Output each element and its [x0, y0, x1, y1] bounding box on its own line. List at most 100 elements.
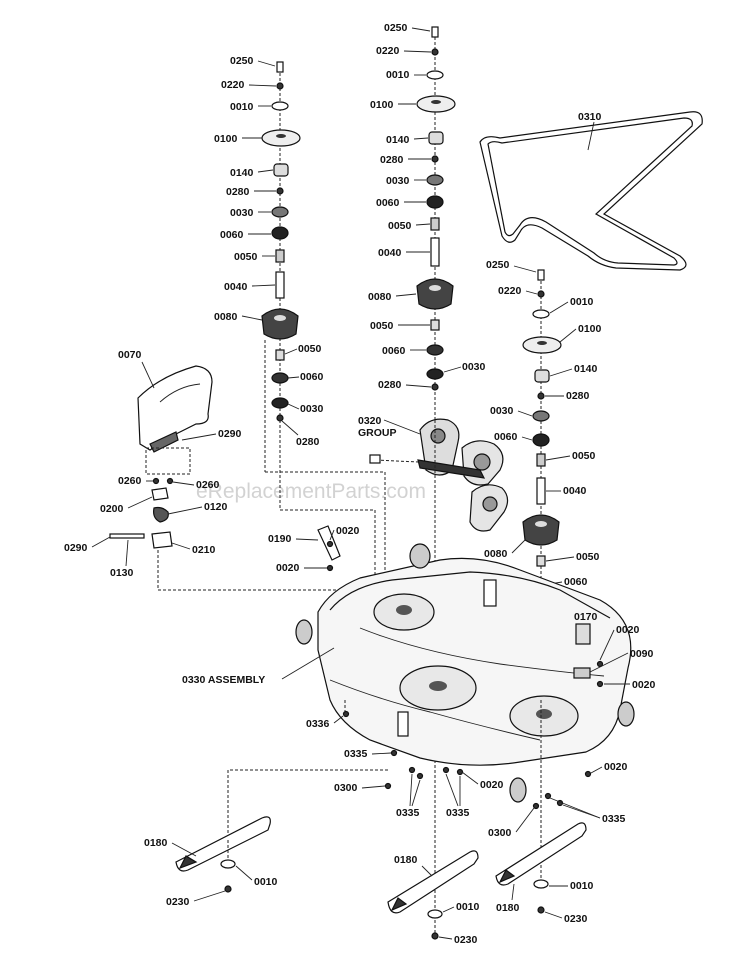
callout-0335: 0335 [344, 748, 368, 760]
mower-deck [295, 543, 635, 803]
callout-0130: 0130 [110, 567, 134, 579]
callout-0040: 0040 [563, 485, 587, 497]
callout-0260: 0260 [196, 479, 220, 491]
drive-belt [479, 111, 703, 271]
callout-0140: 0140 [386, 134, 410, 146]
callout-0220: 0220 [376, 45, 400, 57]
lower-hardware [227, 700, 592, 880]
callout-0010: 0010 [386, 69, 410, 81]
callout-0100: 0100 [214, 133, 238, 145]
callout-0030: 0030 [490, 405, 514, 417]
left-spindle-stack [261, 61, 301, 422]
callout-0230: 0230 [166, 896, 190, 908]
callout-0200: 0200 [100, 503, 124, 515]
left-stack-callouts: 0250 0220 0010 0100 0140 0280 0030 0060 … [214, 55, 324, 448]
callout-0050: 0050 [234, 251, 258, 263]
callout-0100: 0100 [370, 99, 394, 111]
callout-0050: 0050 [298, 343, 322, 355]
callout-0320: 0320 [358, 415, 382, 427]
callout-0020: 0020 [616, 624, 640, 636]
callout-0030: 0030 [386, 175, 410, 187]
callout-0020: 0020 [604, 761, 628, 773]
callout-0060: 0060 [564, 576, 588, 588]
callout-0050: 0050 [576, 551, 600, 563]
callout-0335: 0335 [396, 807, 420, 819]
callout-0060: 0060 [494, 431, 518, 443]
callout-0280: 0280 [378, 379, 402, 391]
callout-0120: 0120 [204, 501, 228, 513]
callout-0170: 0170 [574, 611, 598, 623]
callout-0250: 0250 [486, 259, 510, 271]
callout-0050: 0050 [572, 450, 596, 462]
callout-0020: 0020 [336, 525, 360, 537]
callout-0280: 0280 [296, 436, 320, 448]
callout-0060: 0060 [382, 345, 406, 357]
callout-0190: 0190 [268, 533, 292, 545]
callout-0180: 0180 [496, 902, 520, 914]
callout-0290: 0290 [64, 542, 88, 554]
bracket-0190 [317, 525, 341, 572]
callout-0010: 0010 [254, 876, 278, 888]
callout-0260: 0260 [118, 475, 142, 487]
callout-0100: 0100 [578, 323, 602, 335]
callout-0010: 0010 [570, 296, 594, 308]
right-spindle-stack [522, 269, 562, 700]
callout-0030: 0030 [462, 361, 486, 373]
callout-0230: 0230 [454, 934, 478, 946]
discharge-chute [137, 365, 213, 453]
callout-0040: 0040 [378, 247, 402, 259]
callout-0180: 0180 [394, 854, 418, 866]
callout-0220: 0220 [498, 285, 522, 297]
callout-0250: 0250 [384, 22, 408, 34]
callout-0040: 0040 [224, 281, 248, 293]
callout-0310: 0310 [578, 111, 602, 123]
chute-hardware [109, 447, 376, 591]
callout-0080: 0080 [368, 291, 392, 303]
callout-0010: 0010 [570, 880, 594, 892]
callout-0020: 0020 [632, 679, 656, 691]
callout-0250: 0250 [230, 55, 254, 67]
callout-0060: 0060 [376, 197, 400, 209]
callout-0030: 0030 [230, 207, 254, 219]
callout-0080: 0080 [484, 548, 508, 560]
watermark: eReplacementParts.com [196, 480, 426, 503]
callout-0180: 0180 [144, 837, 168, 849]
callout-0335: 0335 [446, 807, 470, 819]
anti-scalp-parts [573, 623, 604, 688]
callout-0280: 0280 [380, 154, 404, 166]
callout-0090: 0090 [630, 648, 654, 660]
callout-0140: 0140 [230, 167, 254, 179]
callout-0280: 0280 [226, 186, 250, 198]
callout-0230: 0230 [564, 913, 588, 925]
callout-0320-group: GROUP [358, 427, 397, 439]
callout-0140: 0140 [574, 363, 598, 375]
center-spindle-stack [416, 26, 456, 420]
callout-0060: 0060 [220, 229, 244, 241]
callout-0290: 0290 [218, 428, 242, 440]
callout-0020: 0020 [480, 779, 504, 791]
callout-0060: 0060 [300, 371, 324, 383]
callout-0070: 0070 [118, 349, 142, 361]
callout-0300: 0300 [334, 782, 358, 794]
callout-0010: 0010 [456, 901, 480, 913]
blade-center [387, 850, 479, 940]
callout-0050: 0050 [388, 220, 412, 232]
callout-0300: 0300 [488, 827, 512, 839]
idler-group [369, 418, 509, 532]
callout-0010: 0010 [230, 101, 254, 113]
callout-0335: 0335 [602, 813, 626, 825]
callout-0330-assembly: 0330 ASSEMBLY [182, 674, 265, 686]
callout-0080: 0080 [214, 311, 238, 323]
callout-0020: 0020 [276, 562, 300, 574]
callout-0050: 0050 [370, 320, 394, 332]
callout-0220: 0220 [221, 79, 245, 91]
callout-0336: 0336 [306, 718, 330, 730]
blade-left [175, 816, 271, 893]
callout-0280: 0280 [566, 390, 590, 402]
blade-right [495, 822, 587, 914]
center-stack-callouts: 0250 0220 0010 0100 0140 0280 0030 0060 … [368, 22, 486, 391]
callout-0030: 0030 [300, 403, 324, 415]
callout-0210: 0210 [192, 544, 216, 556]
